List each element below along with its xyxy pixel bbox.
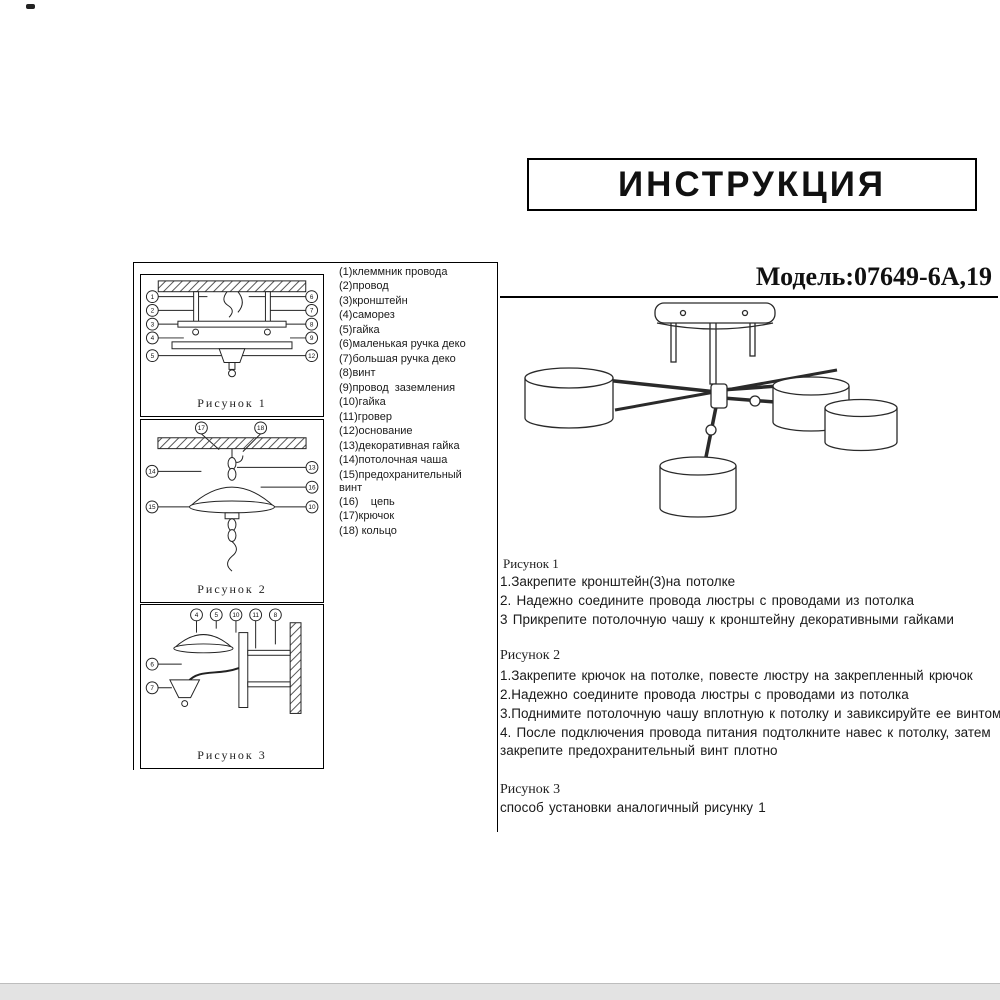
part-item: (6)маленькая ручка деко <box>339 338 466 351</box>
part-item: (14)потолочная чаша <box>339 454 448 467</box>
part-item: (5)гайка <box>339 323 380 336</box>
step: 4. После подключения провода питания под… <box>500 724 991 758</box>
figure-3-steps: способ установки аналогичный рисунку 1 <box>500 799 1000 818</box>
figure-2-heading: Рисунок 2 <box>500 648 561 663</box>
figure-2-box: 17 18 14 15 13 16 10 Рисунок 2 <box>140 419 324 603</box>
step: 1.Закрепите крючок на потолке, повесте л… <box>500 668 973 683</box>
callout-number: 18 <box>257 425 265 432</box>
left-border-line <box>133 262 134 770</box>
callout-number: 6 <box>310 294 314 301</box>
scan-edge-artifact <box>0 983 1000 1000</box>
horizontal-divider <box>133 262 497 263</box>
figure-3-caption: Рисунок 3 <box>197 748 267 762</box>
callout-number: 1 <box>151 294 155 301</box>
part-item: (17)крючок <box>339 510 395 523</box>
scan-artifact <box>26 4 35 9</box>
callout-number: 13 <box>308 465 316 472</box>
part-item: (7)большая ручка деко <box>339 352 456 365</box>
vertical-divider <box>497 262 498 832</box>
callout-number: 10 <box>232 612 240 619</box>
callout-number: 6 <box>150 661 154 668</box>
part-item: (18) кольцо <box>339 524 397 537</box>
part-item: (1)клеммник провода <box>339 266 448 278</box>
callout-number: 14 <box>148 469 156 476</box>
part-item: (3)кронштейн <box>339 294 408 307</box>
step: способ установки аналогичный рисунку 1 <box>500 800 766 815</box>
callout-number: 7 <box>310 308 314 315</box>
step: 2. Надежно соедините провода люстры с пр… <box>500 592 915 608</box>
page-title: ИНСТРУКЦИЯ <box>617 164 887 204</box>
figure-2-diagram: 17 18 14 15 13 16 10 <box>145 421 319 572</box>
callout-number: 11 <box>252 612 259 619</box>
figure-3-diagram: 4 5 10 11 8 6 7 <box>145 608 302 714</box>
parts-list: (1)клеммник провода (2)провод (3)кронште… <box>339 266 469 539</box>
figure-1-heading: Рисунок 1 <box>503 556 559 571</box>
part-item: (9)провод заземления <box>339 381 456 394</box>
part-item: (13)декоративная гайка <box>339 439 460 452</box>
part-item: (4)саморез <box>339 309 395 322</box>
part-item: (16) цепь <box>339 496 395 508</box>
part-item: (8)винт <box>339 367 376 380</box>
instruction-title-box: ИНСТРУКЦИЯ <box>527 158 977 211</box>
part-item: (11)гровер <box>339 410 392 423</box>
figure-2-caption: Рисунок 2 <box>197 582 267 596</box>
part-item: (10)гайка <box>339 396 386 409</box>
callout-number: 9 <box>310 335 314 342</box>
model-label: Модель:07649-6А,19 <box>500 262 998 298</box>
callout-number: 15 <box>148 504 156 511</box>
step: 2.Надежно соедините провода люстры с про… <box>500 686 909 702</box>
part-item: (15)предохранительный винт <box>339 468 465 494</box>
figure-3-heading: Рисунок 3 <box>500 782 561 797</box>
callout-number: 2 <box>151 308 155 315</box>
callout-number: 12 <box>308 353 316 360</box>
step: 3 Прикрепите потолочную чашу к кронштейн… <box>500 611 954 627</box>
step: 3.Поднимите потолочную чашу вплотную к п… <box>500 705 1000 721</box>
callout-number: 8 <box>274 612 278 619</box>
callout-number: 3 <box>151 321 155 328</box>
figure-2-steps: 1.Закрепите крючок на потолке, повесте л… <box>500 667 1000 761</box>
callout-number: 8 <box>310 321 314 328</box>
callout-number: 16 <box>308 484 316 491</box>
figure-1-steps: 1.Закрепите кронштейн(3)на потолке 2. На… <box>500 573 1000 630</box>
callout-number: 17 <box>198 425 206 432</box>
figure-1-caption: Рисунок 1 <box>197 396 267 410</box>
part-item: (2)провод <box>339 280 389 293</box>
callout-number: 7 <box>150 685 154 692</box>
callout-number: 5 <box>214 612 218 619</box>
step: 1.Закрепите кронштейн(3)на потолке <box>500 574 736 589</box>
callout-number: 5 <box>151 353 155 360</box>
figure-1-diagram: 1 2 3 4 5 6 7 8 9 12 <box>145 280 319 378</box>
callout-number: 4 <box>195 612 199 619</box>
callout-number: 10 <box>308 504 316 511</box>
callout-number: 4 <box>151 335 155 342</box>
figure-1-box: 1 2 3 4 5 6 7 8 9 12 Рисунок 1 <box>140 274 324 417</box>
figure-3-box: 4 5 10 11 8 6 7 Рисунок 3 <box>140 604 324 769</box>
chandelier-illustration <box>524 302 898 518</box>
part-item: (12)основание <box>339 425 413 438</box>
